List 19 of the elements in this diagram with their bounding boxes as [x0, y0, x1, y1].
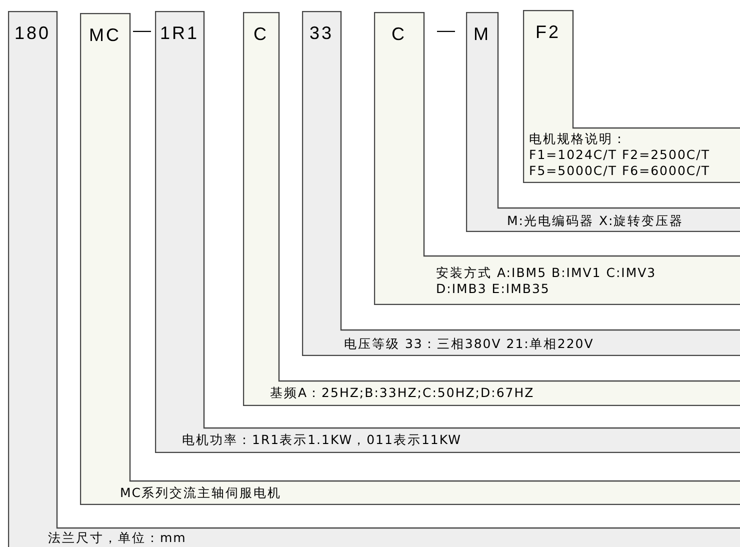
code-text: C	[252, 24, 270, 45]
spec-text: F1=1024C/T F2=2500C/T F5=5000C/T F6=6000C/T	[529, 147, 711, 179]
code-text: C	[390, 24, 408, 45]
description-text: 基频A：25HZ;B:33HZ;C:50HZ;D:67HZ	[270, 385, 536, 401]
description-text: 电压等级 33：三相380V 21:单相220V	[344, 336, 595, 352]
description-text: 安装方式 A:IBM5 B:IMV1 C:IMV3 D:IMB3 E:IMB35	[436, 265, 658, 297]
description-text: M:光电编码器 X:旋转变压器	[507, 213, 685, 229]
code-text: MC	[88, 25, 122, 46]
code-text: 33	[308, 23, 335, 44]
separator-dash: —	[133, 20, 151, 41]
code-text: 180	[13, 23, 52, 44]
code-text: F2	[534, 22, 562, 43]
code-text: 1R1	[158, 23, 200, 44]
description-text: MC系列交流主轴伺服电机	[120, 485, 283, 501]
description-text: 电机规格说明：	[529, 131, 628, 147]
description-text: 电机功率：1R1表示1.1KW，011表示11KW	[182, 432, 462, 448]
code-text: M	[472, 24, 492, 45]
separator-dash: —	[437, 20, 455, 41]
description-text: 法兰尺寸，单位：mm	[48, 530, 188, 546]
